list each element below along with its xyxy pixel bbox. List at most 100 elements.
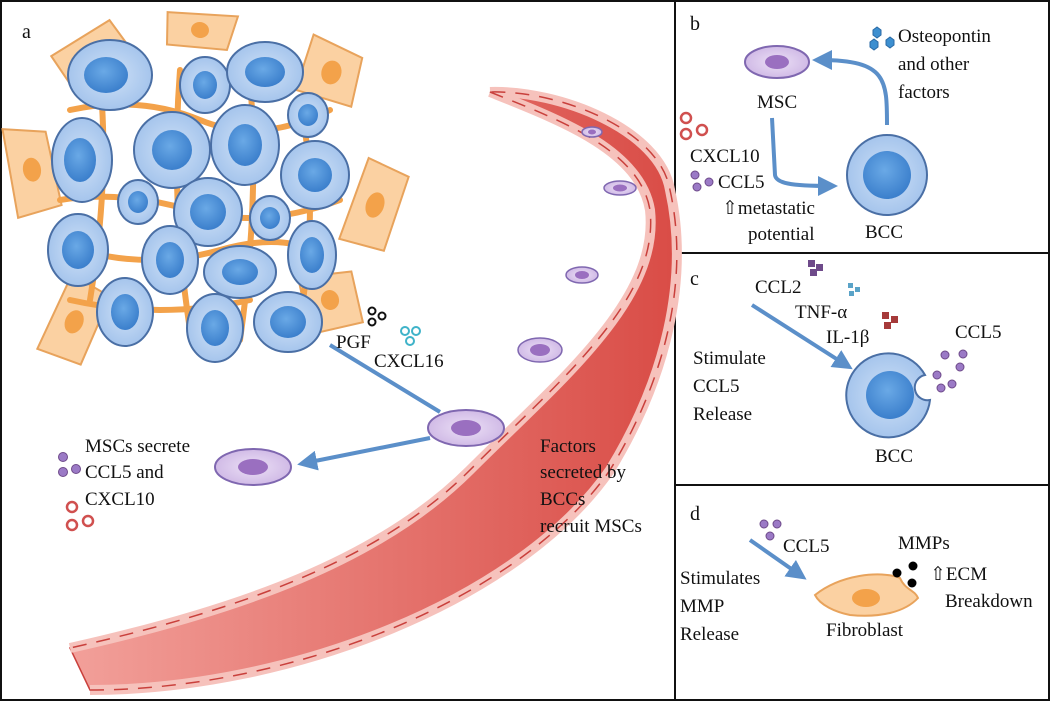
mmps-label: MMPs: [898, 533, 950, 554]
stimulate-mmp-arrow: [748, 538, 807, 580]
fibroblast-cell: [813, 573, 920, 617]
bcc-cell: [846, 134, 928, 216]
fibroblast-cell: [165, 11, 240, 52]
tumor-cell: [287, 92, 329, 138]
circulating-msc: [603, 180, 637, 196]
ccl5-dots: [58, 452, 81, 477]
blood-vessel: [68, 86, 682, 695]
stimulate-line: Release: [693, 404, 752, 425]
il1b-label: IL-1β: [826, 327, 869, 348]
tumor-cell: [141, 225, 199, 295]
fibroblast-label: Fibroblast: [826, 620, 904, 641]
fibroblast-cell: [1, 128, 63, 220]
metastatic-line: ⇧metastatic: [722, 198, 815, 219]
ecm-line: Breakdown: [945, 591, 1033, 612]
circulating-msc: [581, 126, 603, 138]
recruit-arrow: [328, 343, 442, 414]
factors-line: recruit MSCs: [540, 516, 642, 537]
msc-secrete-text: MSCs secrete CCL5 and CXCL10: [85, 436, 195, 510]
panel-a: a: [1, 11, 682, 695]
panel-c: c CCL2 TNF-α IL-1β Stimulate CCL5 Releas…: [690, 260, 1001, 467]
ccl5-dots: [690, 170, 714, 192]
il1b-molecules: [882, 312, 898, 329]
ccl5-dots: [932, 349, 968, 393]
ccl5-label: CCL5: [718, 172, 764, 193]
factors-line: BCCs: [540, 489, 585, 510]
stimulates-line: Stimulates: [680, 568, 760, 589]
circulating-msc: [517, 337, 563, 363]
fibroblast-cell: [337, 156, 410, 253]
ccl2-label: CCL2: [755, 277, 801, 298]
circulating-msc: [565, 266, 599, 284]
panel-d-letter: d: [690, 503, 700, 525]
ecm-line: ⇧ECM: [930, 564, 987, 585]
bcc-label: BCC: [865, 222, 903, 243]
cxcl16-molecules: [400, 326, 421, 346]
tumor-cell: [249, 195, 291, 241]
osteopontin-molecules: [869, 26, 895, 51]
secrete-arrow: [297, 436, 431, 471]
stimulates-line: Release: [680, 624, 739, 645]
stimulates-line: MMP: [680, 596, 724, 617]
stimulate-line: CCL5: [693, 376, 739, 397]
tumor-cell: [173, 177, 243, 247]
tumor-cell: [133, 111, 211, 189]
stimulate-arrow: [750, 303, 853, 370]
factors-line: secreted by: [540, 462, 626, 483]
tumor-cell: [179, 56, 231, 114]
msc-secrete-line: CCL5 and: [85, 462, 164, 483]
recruited-msc: [427, 409, 505, 447]
tumor-cell: [280, 140, 350, 210]
panel-b: b MSC BCC Osteopontin and other factors: [679, 13, 996, 245]
factors-text: Factors secreted by BCCs recruit MSCs: [540, 436, 642, 537]
metastatic-line: potential: [748, 224, 814, 245]
tumor-mass: [47, 39, 350, 363]
stimulate-line: Stimulate: [693, 348, 766, 369]
tumor-cell: [226, 41, 304, 103]
osteopontin-line: Osteopontin: [898, 26, 991, 47]
tumor-cell: [117, 179, 159, 225]
tumor-cell: [287, 220, 337, 290]
factors-line: Factors: [540, 436, 596, 457]
tumor-cell: [253, 291, 323, 353]
pgf-label: PGF: [336, 332, 371, 353]
osteopontin-text: Osteopontin and other factors: [898, 26, 996, 103]
tumor-cell: [203, 245, 277, 299]
panel-c-letter: c: [690, 268, 699, 290]
cxcl10-label: CXCL10: [690, 146, 760, 167]
cxcl10-rings: [679, 111, 709, 141]
msc-label: MSC: [757, 92, 797, 113]
ccl5-dots: [759, 519, 782, 541]
tissue-msc: [214, 448, 292, 486]
msc-to-bcc-arrow: [770, 117, 838, 196]
panel-a-letter: a: [22, 21, 31, 43]
pgf-molecules: [367, 306, 387, 327]
ccl2-molecules: [808, 260, 823, 276]
tumor-cell: [51, 117, 113, 203]
cxcl10-rings: [65, 500, 95, 532]
ccl5-label: CCL5: [955, 322, 1001, 343]
stimulate-text: Stimulate CCL5 Release: [693, 348, 771, 425]
tnf-molecules: [848, 283, 860, 296]
tumor-cell: [67, 39, 153, 111]
tnf-label: TNF-α: [795, 302, 847, 323]
msc-cell: [744, 45, 810, 79]
cxcl16-label: CXCL16: [374, 351, 444, 372]
panel-b-letter: b: [690, 13, 700, 35]
osteopontin-line: and other: [898, 54, 970, 75]
bcc-label: BCC: [875, 446, 913, 467]
tumor-cell: [186, 293, 244, 363]
ccl5-label: CCL5: [783, 536, 829, 557]
panel-d: d CCL5 Stimulates MMP Release MMPs ⇧ECM …: [680, 503, 1033, 645]
msc-secrete-line: MSCs secrete: [85, 436, 190, 457]
msc-secrete-line: CXCL10: [85, 489, 155, 510]
tumor-cell: [210, 104, 280, 186]
tumor-cell: [96, 277, 154, 347]
mmp-dots: [892, 561, 918, 588]
tumor-cell: [47, 213, 109, 287]
stimulates-text: Stimulates MMP Release: [680, 568, 765, 645]
bcc-to-msc-arrow: [812, 50, 889, 126]
osteopontin-line: factors: [898, 82, 950, 103]
